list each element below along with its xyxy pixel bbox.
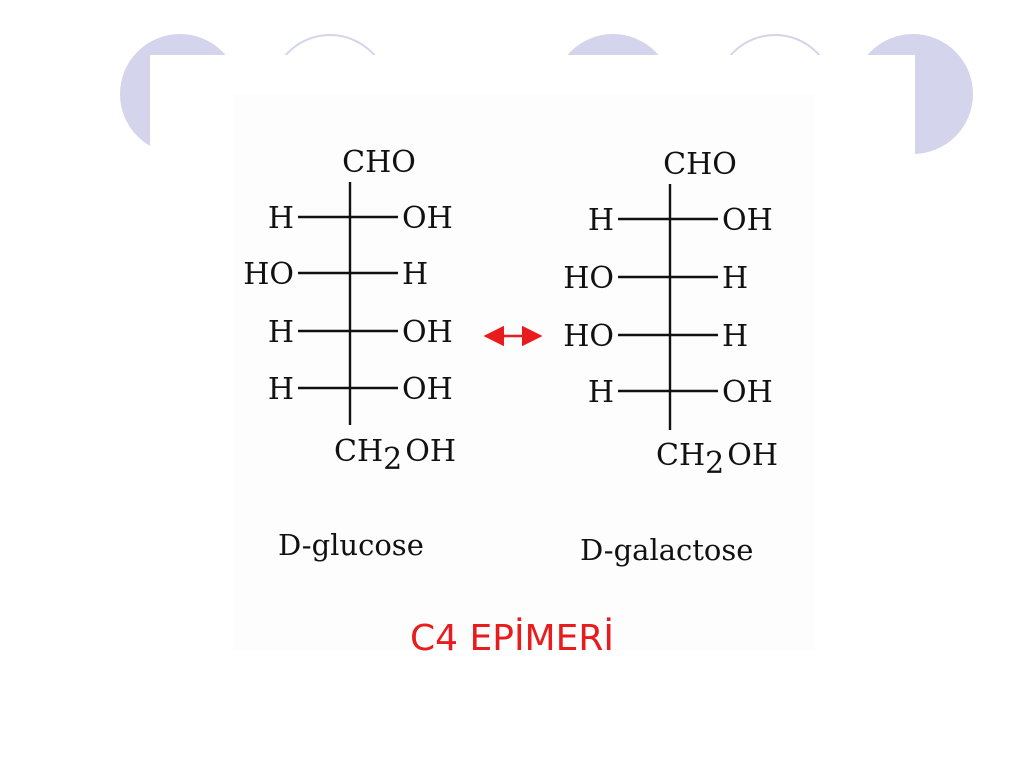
glucose-row-3-right: OH xyxy=(402,315,453,350)
glucose-row-1-right: OH xyxy=(402,201,453,236)
glucose-row-2-right: H xyxy=(402,257,428,292)
glucose-row-1-left: H xyxy=(268,201,294,236)
glucose-name-label: D-glucose xyxy=(278,528,424,562)
glucose-row-2-left: HO xyxy=(243,257,294,292)
glucose-row-4-right: OH xyxy=(402,372,453,407)
galactose-top-group: CHO xyxy=(663,147,737,182)
glucose-bottom-subscript: 2 xyxy=(383,442,402,477)
glucose-row-4-left: H xyxy=(268,372,294,407)
galactose-row-1-right: OH xyxy=(722,203,773,238)
galactose-bottom-prefix: CH xyxy=(656,438,705,473)
glucose-bottom-prefix: CH xyxy=(334,434,383,469)
galactose-row-1-left: H xyxy=(588,203,614,238)
glucose-row-3-left: H xyxy=(268,315,294,350)
galactose-row-4-right: OH xyxy=(722,375,773,410)
galactose-row-3-left: HO xyxy=(563,319,614,354)
galactose-row-4-left: H xyxy=(588,375,614,410)
glucose-top-group: CHO xyxy=(342,145,416,180)
galactose-row-3-right: H xyxy=(722,319,748,354)
galactose-bottom-subscript: 2 xyxy=(705,446,724,481)
galactose-row-2-left: HO xyxy=(563,261,614,296)
galactose-bottom-suffix: OH xyxy=(727,438,778,473)
galactose-row-2-right: H xyxy=(722,261,748,296)
figure-background xyxy=(233,95,815,650)
galactose-name-label: D-galactose xyxy=(580,533,754,567)
glucose-bottom-suffix: OH xyxy=(405,434,456,469)
slide-caption: C4 EPİMERİ xyxy=(410,618,614,659)
